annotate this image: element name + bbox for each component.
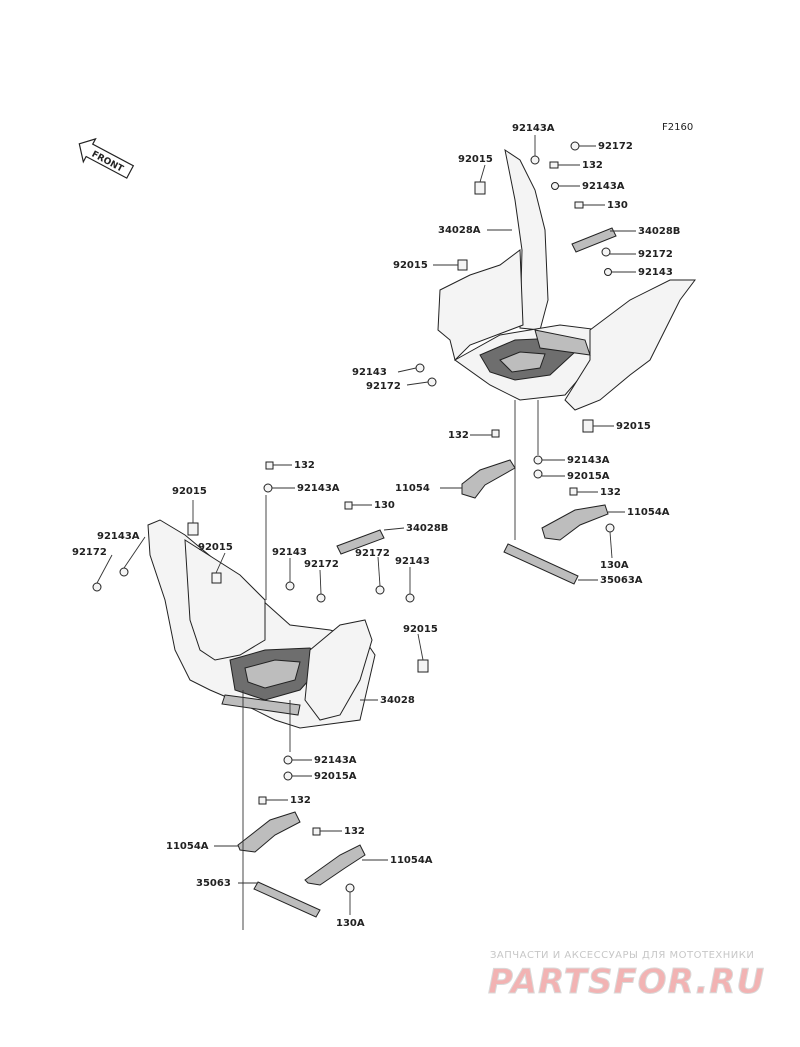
watermark-logo: PARTSFOR.RU [488,962,766,1003]
part-label: 130 [374,500,395,511]
part-label: 132 [344,826,365,837]
part-label: 92015 [198,542,233,553]
part-label: 92015 [616,421,651,432]
part-label: 92143A [512,123,555,134]
right-hardware [415,141,617,585]
part-label: 92172 [366,381,401,392]
part-label: 132 [582,160,603,171]
left-fender-part [147,519,376,729]
part-label: 34028B [406,523,448,534]
part-label: 132 [294,460,315,471]
part-label: 34028B [638,226,680,237]
part-label: 92143A [297,483,340,494]
part-label: 92172 [72,547,107,558]
part-label: 92143 [395,556,430,567]
part-label: 11054A [627,507,670,518]
part-label: 92015A [567,471,610,482]
front-arrow-icon: FRONT [78,137,135,179]
part-label: 92172 [355,548,390,559]
part-label: 92172 [304,559,339,570]
leader-lines [96,135,636,930]
part-label: 92143A [567,455,610,466]
part-label: 92015 [172,486,207,497]
part-label: 92015 [403,624,438,635]
part-label: 130A [600,560,629,571]
watermark-subtitle: ЗАПЧАСТИ И АКСЕССУАРЫ ДЛЯ МОТОТЕХНИКИ [490,950,755,961]
part-label: 92015 [458,154,493,165]
part-label: 92143A [582,181,625,192]
part-label: 35063 [196,878,231,889]
part-label: 92143A [97,531,140,542]
part-label: 92172 [638,249,673,260]
part-label: 92143A [314,755,357,766]
part-label: 35063A [600,575,643,586]
part-label: 92143 [352,367,387,378]
part-label: 130A [336,918,365,929]
part-label: 92172 [598,141,633,152]
part-label: 34028A [438,225,481,236]
part-label: 92015A [314,771,357,782]
part-label: 92143 [272,547,307,558]
figure-code: F2160 [662,122,693,133]
part-label: 92143 [638,267,673,278]
part-label: 132 [290,795,311,806]
part-label: 11054A [390,855,433,866]
part-label: 132 [448,430,469,441]
part-label: 92015 [393,260,428,271]
part-label: 130 [607,200,628,211]
part-label: 132 [600,487,621,498]
part-label: 34028 [380,695,415,706]
part-labels: 92143A 92172 92015 132 92143A 130 34028A… [72,123,680,929]
part-label: 11054A [166,841,209,852]
part-label: 11054 [395,483,430,494]
right-fender-part [437,148,696,411]
